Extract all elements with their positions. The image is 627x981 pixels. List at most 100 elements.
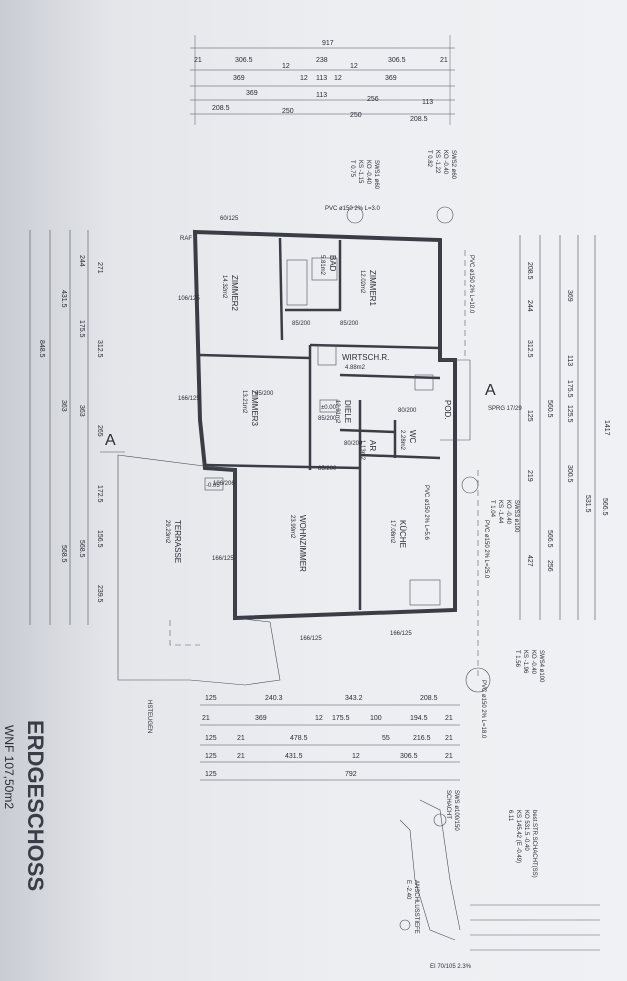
dim-left: 568.5	[60, 545, 67, 563]
dim-top: 306.5	[235, 57, 253, 64]
dim-bottom: 478.5	[290, 735, 308, 742]
detail-label: 6.11	[507, 810, 513, 822]
level-mark: ±0.00	[321, 405, 337, 411]
drawing-title: ERDGESCHOSS	[23, 720, 48, 891]
dim-bottom: 21	[445, 735, 453, 742]
dim-top: 113	[422, 99, 433, 106]
dim-right: 427	[526, 555, 533, 567]
door-label: 85/200	[292, 321, 311, 327]
shaft-sws4: SWS4 ø100 KO -0.40 KS -1.96 T 1.56	[465, 650, 544, 693]
door-label: 80/200	[398, 408, 417, 414]
dim-top: 12	[334, 75, 342, 82]
room-zimmer1-area: 12.02m2	[359, 270, 365, 294]
room-zimmer1-name: ZIMMER1	[368, 270, 377, 307]
dim-top: 208.5	[212, 105, 230, 112]
section-a-right: A	[485, 382, 496, 399]
dim-right: 244	[526, 300, 533, 312]
dim-left: 363	[78, 405, 85, 417]
terrace-outline	[117, 454, 281, 686]
dim-bottom: 216.5	[413, 735, 431, 742]
room-bad-name: BAD	[328, 255, 337, 272]
room-wc-area: 2.28m2	[399, 430, 405, 451]
pipe-labels: PVC ø150 2% L=3.0 PVC ø150 2% L=10.0 PVC…	[325, 206, 489, 739]
detail-label: EI 70/105 2.3%	[430, 964, 472, 970]
room-diele-name: DIELE	[343, 400, 352, 423]
window-label: 166/125	[390, 631, 412, 637]
dim-bottom: 21	[237, 735, 245, 742]
door-label: 85/200	[255, 391, 274, 397]
dim-bottom: 208.5	[420, 695, 438, 702]
window-label: 60/125	[220, 216, 239, 222]
window-label: 166/125	[212, 556, 234, 562]
dim-top: 12	[300, 75, 308, 82]
sws4-ks: KS -1.96	[522, 650, 528, 674]
sws2-label: SWS2 ø60	[450, 150, 456, 180]
dim-bottom: 240.3	[265, 695, 283, 702]
dim-right: 369	[566, 290, 573, 302]
raf-label: RAF	[180, 236, 192, 242]
subtitle-text: WNF 107,50m2	[2, 725, 16, 809]
sws3-label: SWS3 ø100	[513, 500, 519, 533]
dim-bottom: 21	[445, 753, 453, 760]
dim-bottom: 21	[237, 753, 245, 760]
dim-bottom: 125	[205, 753, 217, 760]
dim-top: 21	[194, 57, 202, 64]
room-labels: ZIMMER1 12.02m2 BAD 5.81m2 ZIMMER2 14.32…	[164, 255, 452, 572]
room-wirtsch-area: 4.88m2	[345, 365, 366, 371]
dim-left: 363	[60, 400, 67, 412]
building-walls	[192, 229, 471, 621]
dim-top: 256	[367, 96, 379, 103]
dim-left: 239.5	[96, 585, 103, 603]
dim-left: 431.5	[60, 290, 67, 308]
window-label: 166/125	[178, 396, 200, 402]
sws4-ko: KO -0.40	[530, 650, 536, 675]
room-wirtsch: WIRTSCH.R. 4.88m2	[342, 353, 389, 371]
dim-bottom: 12	[352, 753, 360, 760]
dim-right: 531.5	[584, 495, 591, 513]
window-label: 106/206	[213, 481, 235, 487]
sws4-label: SWS4 ø100	[538, 650, 544, 683]
sws3-ks: KS -1.44	[497, 500, 503, 524]
dim-top: 238	[316, 57, 328, 64]
dim-left: 312.5	[96, 340, 103, 358]
room-kueche-area: 17.08m2	[389, 520, 395, 544]
pipe-label: PVC ø150 2% L=5.6	[423, 485, 429, 541]
room-zimmer2-area: 14.32m2	[221, 275, 227, 299]
dim-bottom: 194.5	[410, 715, 428, 722]
dim-left: 172.5	[96, 485, 103, 503]
dim-right: 300.5	[566, 465, 573, 483]
room-zimmer3-name: ZIMMER3	[250, 390, 259, 427]
pipe-label: PVC ø150 2% L=3.0	[325, 206, 381, 212]
section-marker-right: A SPRG 17/29	[485, 382, 522, 412]
dim-top: 208.5	[410, 116, 428, 123]
dim-left: 175.5	[78, 320, 85, 338]
room-zimmer3-area: 13.21m2	[241, 390, 247, 414]
dim-right: 219	[526, 470, 533, 482]
dim-bottom: 369	[255, 715, 267, 722]
dim-right: 208.5	[526, 262, 533, 280]
window-label: 166/125	[300, 636, 322, 642]
dim-top: 113	[316, 92, 327, 99]
dim-bottom: 125	[205, 735, 217, 742]
dim-left: 265	[96, 425, 103, 437]
dim-top: 306.5	[388, 57, 406, 64]
room-terrasse-name: TERRASSE	[173, 520, 182, 563]
dim-bottom: 343.2	[345, 695, 363, 702]
level-mark: -0.05	[206, 483, 220, 489]
dim-left: 156.5	[96, 530, 103, 548]
detail-label: SWS ø100/150	[453, 790, 459, 831]
dim-left: 848.5	[38, 340, 45, 358]
dim-left: 568.5	[78, 540, 85, 558]
door-label: 85/200	[318, 416, 337, 422]
door-label: 80/200	[344, 441, 363, 447]
detail-label: E -2.40	[405, 880, 411, 900]
sws1-t: T 0.75	[349, 160, 355, 178]
misc-label: HSTEUGEN	[146, 700, 152, 733]
dim-bottom: 21	[202, 715, 210, 722]
detail-label: KS 145.42 (E -0.49)	[515, 810, 521, 863]
dim-right: 566.5	[546, 530, 553, 548]
shaft-sws2: SWS2 ø60 KO -0.40 KS -1.22 T 0.82	[426, 150, 456, 224]
dim-bottom: 125	[205, 695, 217, 702]
door-label: 85/200	[340, 321, 359, 327]
